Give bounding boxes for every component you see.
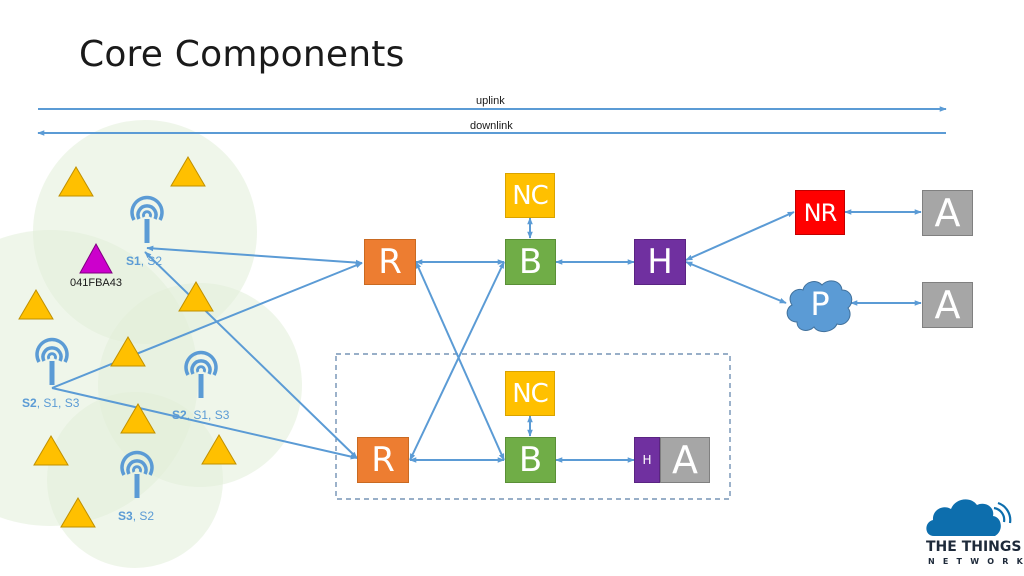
broker-box[interactable]: B [505,437,556,483]
router-box[interactable]: R [357,437,409,483]
app-box[interactable]: A [922,282,973,328]
ttn-logo-icon [926,499,1012,536]
handler-to-nr [685,211,795,261]
router2-to-broker1 [409,261,505,461]
handler-box[interactable]: H [634,239,686,285]
highlighted-device-icon [79,242,113,274]
private-handler-label[interactable]: P [810,285,830,323]
private-handler-box[interactable]: H [634,437,660,483]
router-box[interactable]: R [364,239,416,285]
gw2-to-router1 [51,262,363,389]
broker-box[interactable]: B [505,239,556,285]
gw1-to-router2 [144,251,358,459]
connections [51,209,922,463]
logo-subtitle: NETWORK [928,557,1024,566]
page-title: Core Components [79,34,405,75]
device-id-label: 041FBA43 [70,277,122,289]
network-controller-box[interactable]: NC [505,173,555,218]
network-registry-box[interactable]: NR [795,190,845,235]
gateway-label: S1, S2 [126,254,163,268]
devices [18,156,237,528]
gw2-to-router2 [51,387,358,460]
gateway-label: S2, S1, S3 [172,408,230,422]
handler-to-p [685,261,787,304]
private-app-box[interactable]: A [660,437,710,483]
gateway-label: S3, S2 [118,509,155,523]
logo-title: THE THINGS [926,539,1022,555]
app-box[interactable]: A [922,190,973,236]
coverage-areas [0,120,302,568]
downlink-label: downlink [470,120,513,132]
uplink-label: uplink [476,95,505,107]
cloud-icon [786,280,853,332]
gateway-label: S2, S1, S3 [22,396,80,410]
network-controller-box[interactable]: NC [505,371,555,416]
